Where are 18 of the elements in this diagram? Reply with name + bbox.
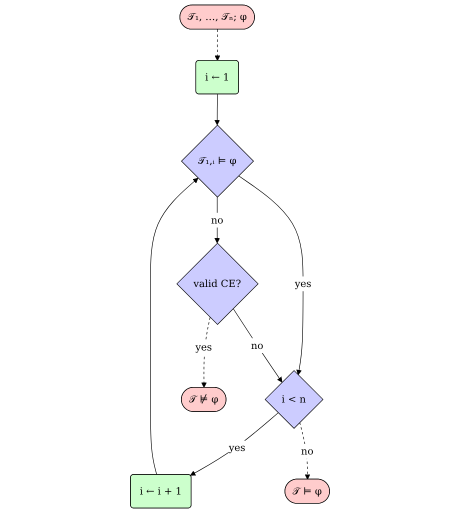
- node-diamond: 𝒯₁,ᵢ ⊨ φ: [180, 124, 254, 198]
- arrow: [299, 422, 310, 480]
- edge-label: no: [250, 339, 264, 352]
- edge-label: yes: [294, 278, 312, 290]
- arrow: [214, 94, 220, 126]
- arrow: [190, 412, 278, 476]
- edge-label: no: [301, 445, 314, 457]
- arrow: [150, 178, 198, 476]
- edge-label: yes: [228, 442, 246, 454]
- arrow: [232, 308, 282, 382]
- arrow: [201, 317, 210, 388]
- node-diamond: valid CE?: [176, 242, 259, 325]
- edge-label: no: [210, 214, 224, 226]
- arrow: [214, 196, 220, 244]
- edge-label: yes: [195, 341, 212, 354]
- arrow: [214, 29, 220, 61]
- node-diamond: i < n: [264, 370, 324, 429]
- arrow: [238, 175, 304, 376]
